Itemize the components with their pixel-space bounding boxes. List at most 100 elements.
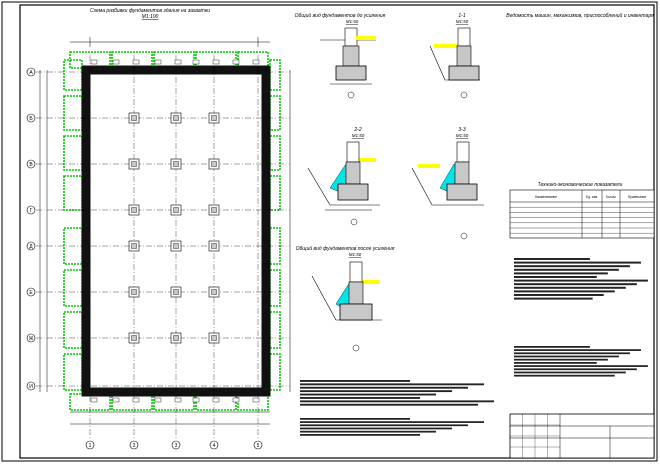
- section-before: Общий вид фундаментов до усиления М1:50: [295, 12, 386, 99]
- wall-footing-mark: [232, 59, 240, 65]
- column-stub: [131, 161, 137, 167]
- axis-label-v: В: [29, 162, 33, 168]
- foundation-plan: Схема разбивки фундаментов здания на зах…: [26, 8, 291, 450]
- notes-text-blocks: [300, 258, 648, 436]
- notes-block-safety: [514, 374, 615, 377]
- axis-label-i: И: [29, 384, 33, 390]
- wall-footing-mark: [154, 397, 162, 403]
- notes-block-quality: [300, 418, 410, 420]
- axis-marker-a: [26, 67, 36, 77]
- notes-block-quality: [300, 421, 484, 423]
- notes-block-requirements: [514, 286, 626, 289]
- wall-footing-mark: [192, 397, 200, 403]
- sec22-scale: М1:50: [352, 133, 365, 138]
- capture-zone-right: [269, 175, 281, 211]
- notes-block-method: [300, 383, 484, 386]
- notes-block-method: [300, 403, 478, 406]
- axis-label-b: Б: [29, 116, 33, 122]
- axis-label-e: Е: [29, 290, 33, 296]
- before-title: Общий вид фундаментов до усиления: [295, 12, 386, 19]
- capture-zone-left: [63, 353, 83, 391]
- axis-label-2: 2: [133, 443, 136, 449]
- column-stub: [173, 161, 179, 167]
- notes-block-requirements: [514, 261, 641, 264]
- sec11-title: 1-1: [458, 13, 465, 19]
- column-axis-markers: 1 2 3 4 5: [85, 440, 263, 450]
- axis-marker-2: [129, 440, 139, 450]
- capture-zones: [63, 51, 281, 411]
- wall-footing-mark: [132, 59, 140, 65]
- capture-zone-left: [63, 175, 83, 211]
- machines-title: Ведомость машин, механизмов, приспособле…: [506, 12, 654, 19]
- wall-footing-mark: [232, 397, 240, 403]
- capture-zone-left: [63, 311, 83, 349]
- column-stub: [173, 207, 179, 213]
- sec22-title: 2-2: [353, 127, 361, 133]
- tep-title: Технико-экономические показатели: [538, 182, 623, 188]
- axis-marker-v: [26, 159, 36, 169]
- after-scale: М1:50: [349, 252, 362, 257]
- notes-block-requirements: [514, 279, 648, 282]
- tep-header-name: Наименование: [535, 195, 557, 199]
- axis-marker-e: [26, 287, 36, 297]
- notes-block-requirements: [514, 258, 590, 260]
- column-stub: [211, 161, 217, 167]
- notes-block-requirements: [514, 294, 604, 296]
- tep-header-qty: Кол-во: [606, 195, 616, 199]
- sec33-scale: М1:50: [456, 133, 469, 138]
- axis-label-1: 1: [89, 443, 92, 449]
- notes-block-requirements: [514, 297, 593, 300]
- notes-block-requirements: [514, 272, 608, 275]
- notes-block-safety: [514, 346, 590, 348]
- notes-block-quality: [300, 427, 452, 430]
- notes-block-safety: [514, 371, 626, 374]
- column-stub: [211, 289, 217, 295]
- section-2-2: 2-2 М1:50: [307, 127, 380, 226]
- notes-block-method: [300, 393, 436, 396]
- column-stub: [211, 207, 217, 213]
- axis-marker-i: [26, 381, 36, 391]
- notes-block-requirements: [514, 290, 615, 293]
- notes-block-safety: [514, 352, 630, 355]
- capture-zone-right: [269, 95, 281, 131]
- capture-zone-left: [63, 269, 83, 307]
- axis-marker-zh: [26, 333, 36, 343]
- column-stub: [131, 335, 137, 341]
- title-block: [509, 413, 655, 459]
- section-1-1: 1-1 М1:50: [429, 13, 480, 99]
- notes-block-requirements: [514, 276, 597, 278]
- section-after: Общий вид фундаментов после усиления М1:…: [296, 245, 395, 352]
- capture-zone-right: [269, 311, 281, 349]
- plan-scale: М1:100: [142, 14, 159, 20]
- capture-zone-left: [63, 59, 83, 91]
- notes-block-requirements: [514, 265, 630, 268]
- capture-zone-right: [269, 135, 281, 171]
- wall-footing-mark: [252, 59, 260, 65]
- axis-marker-g: [26, 205, 36, 215]
- notes-block-method: [300, 400, 494, 403]
- axis-marker-b: [26, 113, 36, 123]
- axis-marker-d: [26, 241, 36, 251]
- capture-zone-right: [269, 269, 281, 307]
- column-stub: [211, 243, 217, 249]
- notes-block-safety: [514, 355, 619, 358]
- capture-zone-left: [63, 135, 83, 171]
- column-stub: [131, 115, 137, 121]
- plan-title: Схема разбивки фундаментов здания на зах…: [90, 8, 210, 14]
- notes-block-safety: [514, 362, 597, 364]
- wall-footing-mark: [212, 59, 220, 65]
- axis-label-zh: Ж: [29, 336, 34, 342]
- tep-header-unit: Ед. изм.: [586, 195, 598, 199]
- axis-label-a: А: [29, 70, 33, 76]
- column-stub: [173, 243, 179, 249]
- tep-table: Технико-экономические показатели Наимено…: [509, 182, 655, 239]
- sec33-title: 3-3: [458, 127, 465, 133]
- wall-footing-mark: [174, 397, 182, 403]
- column-stub: [173, 335, 179, 341]
- wall-footing-mark: [192, 59, 200, 65]
- column-stub: [131, 207, 137, 213]
- column-stub: [131, 289, 137, 295]
- notes-block-safety: [514, 365, 648, 367]
- notes-block-method: [300, 386, 468, 389]
